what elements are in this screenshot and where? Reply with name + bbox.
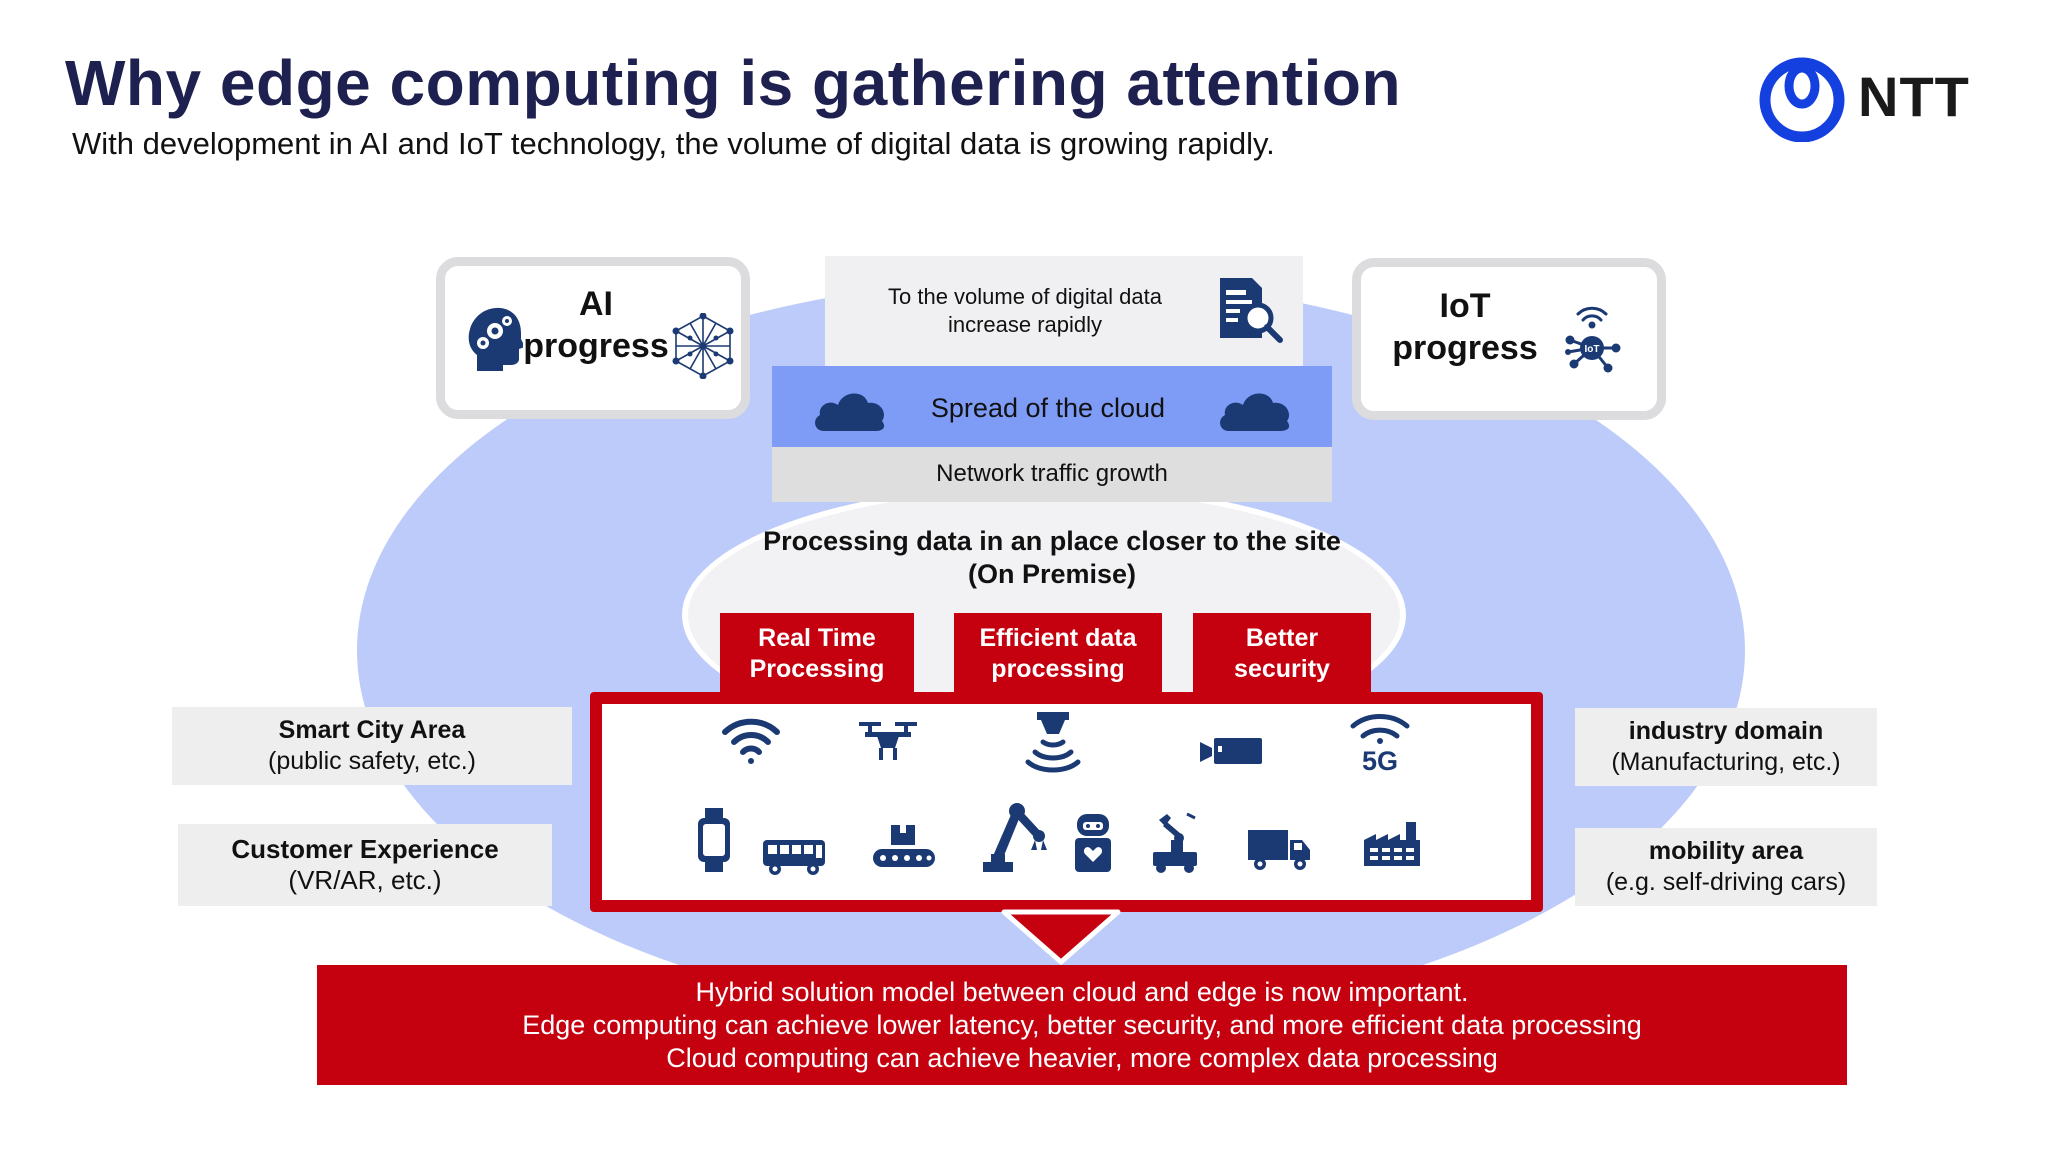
customer-experience-box: Customer Experience (VR/AR, etc.) [178, 824, 552, 906]
industry-domain-box: industry domain (Manufacturing, etc.) [1575, 708, 1877, 786]
down-arrow-icon [1000, 908, 1122, 971]
iot-progress-callout [1352, 258, 1666, 420]
factory-icon [1362, 820, 1422, 873]
smartwatch-icon [697, 808, 731, 877]
document-search-icon [1218, 276, 1284, 349]
iot-progress-label: IoT progress [1392, 287, 1538, 367]
camera-icon [1198, 736, 1264, 769]
cloud-left-icon [812, 385, 888, 438]
conveyor-icon [871, 823, 937, 876]
iot-badge-text: IoT [1585, 344, 1600, 355]
iot-network-icon: IoT [1562, 302, 1622, 381]
network-traffic-band [772, 447, 1332, 502]
ntt-logo-text: NTT [1858, 65, 1970, 128]
ai-head-gears-icon [467, 305, 525, 380]
smart-city-box: Smart City Area (public safety, etc.) [172, 707, 572, 785]
ai-progress-label: AI progress [523, 285, 669, 365]
5g-label: 5G [1362, 746, 1398, 772]
page-title: Why edge computing is gathering attentio… [65, 47, 1402, 119]
bus-icon [761, 838, 827, 881]
ntt-logo [1758, 56, 1846, 147]
sensor-icon [1025, 710, 1081, 779]
ntt-logo-mark-icon [1759, 57, 1845, 143]
drone-icon [857, 718, 919, 767]
5g-icon: 5G [1349, 710, 1411, 777]
mobility-area-box: mobility area (e.g. self-driving cars) [1575, 828, 1877, 906]
wifi-icon [721, 716, 781, 771]
agv-robot-icon [1151, 812, 1199, 879]
network-traffic-text: Network traffic growth [936, 460, 1168, 487]
neural-network-icon [670, 312, 736, 384]
processing-title: Processing data in an place closer to th… [763, 526, 1341, 589]
summary-banner: Hybrid solution model between cloud and … [317, 965, 1847, 1085]
service-robot-icon [1073, 812, 1113, 879]
truck-icon [1246, 828, 1312, 877]
robot-arm-icon [979, 800, 1051, 879]
data-volume-text: To the volume of digital data increase r… [888, 284, 1162, 337]
page-subtitle: With development in AI and IoT technolog… [72, 126, 1275, 161]
cloud-text: Spread of the cloud [930, 393, 1166, 423]
cloud-right-icon [1217, 385, 1293, 438]
